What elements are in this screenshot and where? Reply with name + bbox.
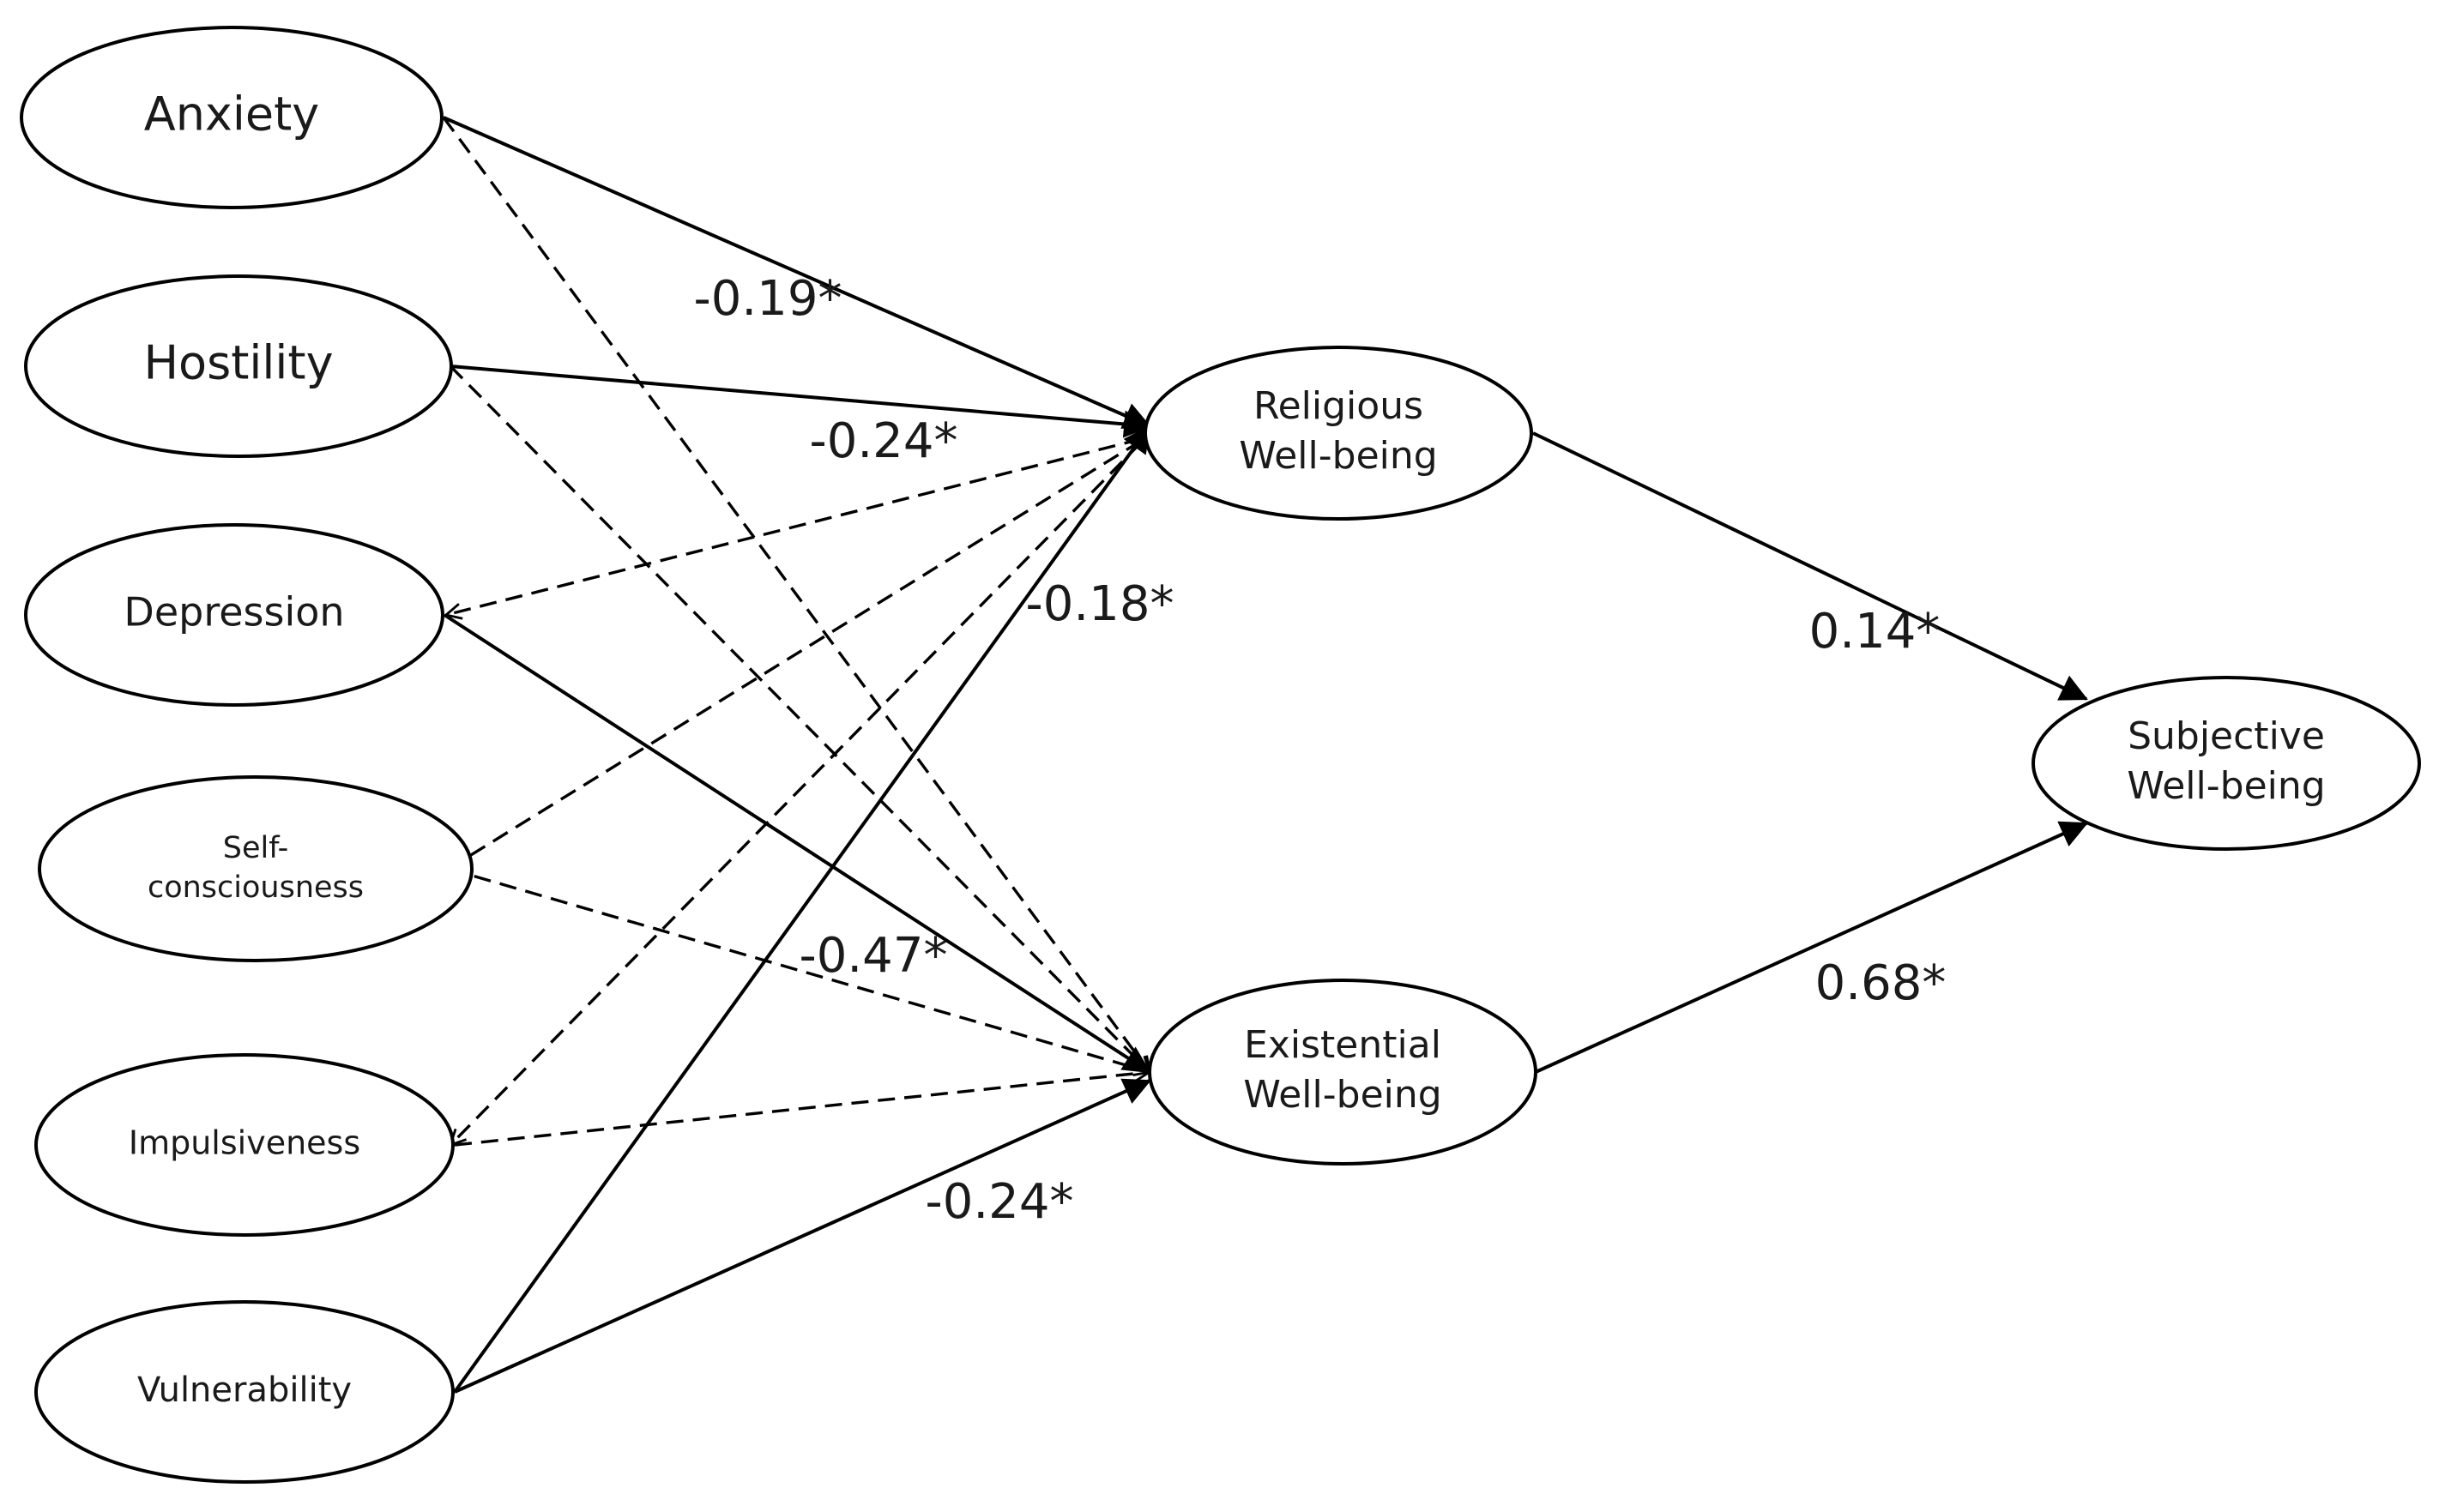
edge-selfconsciousness-existential xyxy=(448,867,1150,1072)
edge-selfconsciousness-religious xyxy=(449,439,1142,869)
edge-anxiety-existential xyxy=(442,116,1150,1072)
node-label: Religious xyxy=(1253,384,1423,428)
node-ellipse xyxy=(2031,676,2421,851)
edge-religious-subjective xyxy=(1532,431,2088,701)
node-ellipse xyxy=(24,523,444,707)
edge-vulnerability-existential xyxy=(454,1078,1152,1394)
edge-label-depression-existential: -0.47* xyxy=(800,928,948,984)
node-hostility: Hostility xyxy=(24,274,453,458)
edges-layer xyxy=(442,116,2089,1394)
node-label: Impulsiveness xyxy=(129,1124,360,1162)
node-ellipse xyxy=(1148,979,1537,1166)
edge-label-anxiety-religious: -0.19* xyxy=(694,271,842,327)
nodes-layer: AnxietyHostilityDepressionSelf-conscious… xyxy=(20,26,2421,1484)
node-vulnerability: Vulnerability xyxy=(34,1300,455,1484)
edge-label-vulnerability-existential: -0.24* xyxy=(926,1174,1074,1230)
edge-depression-religious xyxy=(446,437,1142,615)
edge-label-hostility-religious: -0.24* xyxy=(810,413,958,469)
edge-labels-layer: -0.19* -0.24* -0.18* -0.47* -0.24* 0.14* 0.68* xyxy=(694,271,1947,1230)
node-label: Anxiety xyxy=(144,87,319,142)
edge-existential-subjective xyxy=(1535,821,2089,1074)
edge-hostility-religious xyxy=(450,364,1152,438)
edge-label-religious-subjective: 0.14* xyxy=(1809,604,1941,660)
edge-vulnerability-religious xyxy=(453,425,1151,1394)
node-ellipse xyxy=(20,26,444,209)
edge-hostility-existential xyxy=(449,364,1150,1072)
node-label: Depression xyxy=(124,589,344,636)
node-impulsiveness: Impulsiveness xyxy=(34,1053,455,1237)
edge-impulsiveness-religious xyxy=(450,441,1143,1145)
node-ellipse xyxy=(24,274,453,458)
node-anxiety: Anxiety xyxy=(20,26,444,209)
node-label: Vulnerability xyxy=(137,1370,352,1410)
edge-label-existential-subjective: 0.68* xyxy=(1815,955,1947,1011)
node-depression: Depression xyxy=(24,523,444,707)
node-label: Well-being xyxy=(1243,1073,1441,1117)
node-label: Well-being xyxy=(2127,764,2325,808)
node-ellipse xyxy=(38,775,474,962)
edge-anxiety-religious xyxy=(443,116,1151,429)
node-label: Well-being xyxy=(1239,434,1437,478)
edge-depression-existential xyxy=(443,613,1151,1074)
edge-label-vulnerability-religious: -0.18* xyxy=(1026,576,1174,632)
edge-impulsiveness-existential xyxy=(454,1072,1150,1147)
node-label: Subjective xyxy=(2128,714,2325,758)
node-label: Existential xyxy=(1244,1023,1441,1067)
node-label: Hostility xyxy=(143,336,333,390)
node-self-consciousness: Self-consciousness xyxy=(38,775,474,962)
node-label: Self- xyxy=(223,831,289,865)
node-ellipse xyxy=(34,1300,455,1484)
node-ellipse xyxy=(1144,346,1533,521)
node-ellipse xyxy=(34,1053,455,1237)
node-label: consciousness xyxy=(148,870,364,905)
